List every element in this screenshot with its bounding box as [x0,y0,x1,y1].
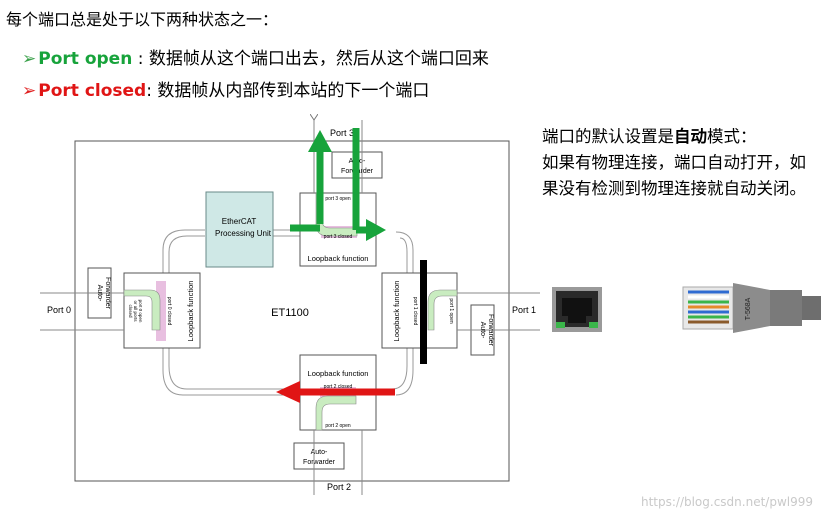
ecat-line1: EtherCAT [222,217,257,226]
red-flow-arrow [276,381,395,403]
p1-loopback-label: Loopback function [392,281,401,342]
p1-closed-label: port 1 closed [412,297,418,326]
port-open-sep: : [132,49,149,69]
intro-line: 每个端口总是处于以下两种状态之一： [6,10,279,29]
port-closed-sep: : [146,81,158,101]
port-closed-desc: 数据帧从内部传到本站的下一个端口 [157,81,430,101]
ecat-processing-unit [205,191,274,268]
external-port-lines [40,120,540,495]
watermark: https://blog.csdn.net/pwl999 [640,495,813,509]
p2-loopback-label: Loopback function [308,369,369,378]
bullet-port-open: ➢Port open : 数据帧从这个端口出去，然后从这个端口回来 [22,44,489,69]
af2-line2: Forwarder [303,459,336,466]
p3-loopback-label: Loopback function [308,254,369,263]
note-prefix: 端口的默认设置是 [542,127,674,146]
port1-closed-bar [420,260,427,364]
port-closed-term: Port closed [38,81,147,101]
note-strong: 自动 [674,127,707,146]
bullet-port-closed: ➢Port closed: 数据帧从内部传到本站的下一个端口 [22,76,429,101]
ecat-line2: Processing Unit [215,229,272,238]
bullet-arrow-icon: ➢ [22,49,37,69]
default-mode-note: 端口的默认设置是自动模式： 如果有物理连接，端口自动打开，如果没有检测到物理连接就… [542,124,817,202]
chip-label: ET1100 [271,307,309,319]
port3-label: Port 3 [330,128,354,138]
port2-label: Port 2 [327,482,351,492]
port0-label: Port 0 [47,305,71,315]
bullet-arrow-icon: ➢ [22,81,37,101]
note-body: 如果有物理连接，端口自动打开，如果没有检测到物理连接就自动关闭。 [542,153,806,198]
loopback-port0: port 0 openor all portsclosed port 0 clo… [123,272,201,349]
p2-open-label: port 2 open [325,423,351,429]
port-open-term: Port open [38,49,133,69]
p0-closed-label: port 0 closed [166,297,172,326]
p0-loopback-label: Loopback function [186,281,195,342]
cable-label: T-568A [745,297,752,320]
loopback-port1: Loopback function port 1 closed port 1 o… [381,272,458,349]
p1-open-label: port 1 open [448,298,454,324]
af2-line1: Auto- [311,449,328,456]
p2-closed-label: port 2 closed [324,384,353,390]
rj45-socket-icon [552,287,602,332]
rj45-cable-plug-icon: T-568A [682,283,821,333]
port-open-desc: 数据帧从这个端口出去，然后从这个端口回来 [148,49,489,69]
p3-closed-label: port 3 closed [324,234,353,240]
green-flow-arrows [290,128,386,241]
auto-forwarder-port2: Auto- Forwarder [293,442,345,470]
port1-label: Port 1 [512,305,536,315]
note-suffix: 模式： [707,127,757,146]
p0-open-label: port 0 openor all portsclosed [128,300,143,323]
p3-open-label: port 3 open [325,196,351,202]
